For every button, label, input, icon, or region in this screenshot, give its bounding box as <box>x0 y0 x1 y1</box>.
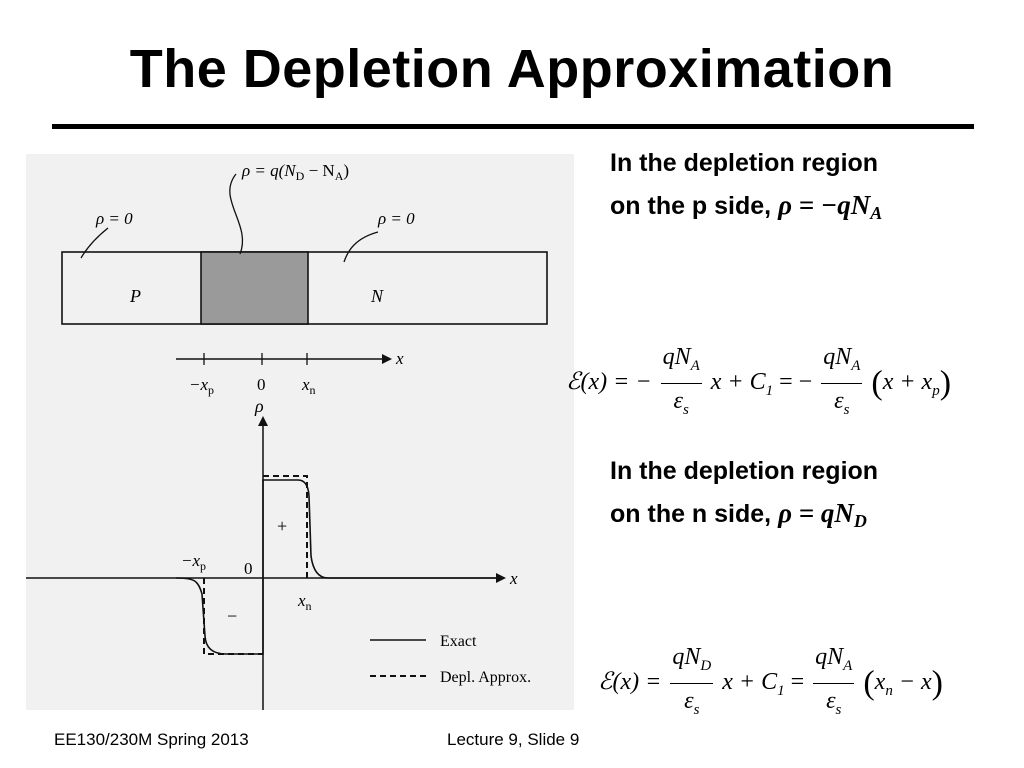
exact-curve <box>175 479 496 655</box>
depletion-diagram: P N ρ = q(ND − NA) ρ = 0 ρ = 0 x −xp 0 x… <box>26 161 548 710</box>
rho-axis-label: ρ <box>254 396 264 416</box>
leader-line-depletion <box>229 173 244 255</box>
eq2-lhs: ℰ(x) = <box>598 669 668 696</box>
slide-title: The Depletion Approximation <box>129 39 895 99</box>
xn-top-label: xn <box>301 375 316 397</box>
minus-xp-top-label: −xp <box>189 375 214 397</box>
plus-sign-label: + <box>277 516 287 536</box>
eq1-eq2: = − <box>779 369 813 396</box>
eq1-lhs: ℰ(x) = − <box>566 369 652 396</box>
n-side-text: In the depletion region on the n side, ρ… <box>610 450 878 542</box>
n-side-line2-text: on the n side, <box>610 500 779 528</box>
footer-lecture: Lecture 9, Slide 9 <box>447 730 580 749</box>
zero-top-label: 0 <box>257 375 266 394</box>
p-side-line2: on the p side, ρ = −qNA <box>610 184 882 234</box>
n-side-line2: on the n side, ρ = qND <box>610 492 878 542</box>
rho-zero-right-label: ρ = 0 <box>377 209 415 228</box>
rho-charge-label: ρ = q(ND − NA) <box>241 161 349 183</box>
depletion-region <box>200 251 309 325</box>
p-region-label: P <box>129 286 141 306</box>
minus-xp-bottom-label: −xp <box>181 551 206 573</box>
depletion-figure: P N ρ = q(ND − NA) ρ = 0 ρ = 0 x −xp 0 x… <box>26 154 574 710</box>
bottom-x-axis-label: x <box>509 569 518 588</box>
eq2-eq2: = <box>790 669 811 696</box>
title-underline <box>52 124 974 129</box>
leader-line-p <box>80 227 109 259</box>
rho-axis-arrow <box>258 416 268 426</box>
eq1-paren-close: ) <box>939 364 952 402</box>
p-side-line2-text: on the p side, <box>610 192 779 220</box>
eq2-paren-close: ) <box>931 664 943 702</box>
bottom-x-axis-arrow <box>496 573 506 583</box>
p-side-line1: In the depletion region <box>610 149 879 177</box>
top-x-axis-label: x <box>395 349 404 368</box>
xn-bottom-label: xn <box>297 591 312 613</box>
footer-course: EE130/230M Spring 2013 <box>54 730 249 749</box>
n-side-rho-eq: ρ = qND <box>778 498 867 531</box>
eq1-paren-body: x + xp <box>882 369 940 400</box>
n-side-line1: In the depletion region <box>610 457 879 485</box>
minus-sign-label: − <box>227 606 237 626</box>
zero-bottom-label: 0 <box>244 559 253 578</box>
leader-line-n <box>343 231 379 263</box>
eq1-paren-open: ( <box>871 364 883 402</box>
legend-depl-label: Depl. Approx. <box>440 669 531 686</box>
top-x-axis-arrow <box>382 354 392 364</box>
eq2-paren-open: ( <box>863 664 875 702</box>
p-side-text: In the depletion region on the p side, ρ… <box>610 142 882 234</box>
rho-zero-left-label: ρ = 0 <box>95 209 133 228</box>
eq1-mid: x + C1 <box>710 369 774 400</box>
legend-exact-label: Exact <box>440 633 477 650</box>
n-region-label: N <box>370 286 384 306</box>
eq2-mid: x + C1 <box>722 669 785 700</box>
eq2-paren-body: xn − x <box>874 669 932 700</box>
p-side-rho-eq: ρ = −qNA <box>778 190 883 223</box>
depl-approx-curve <box>203 475 308 655</box>
